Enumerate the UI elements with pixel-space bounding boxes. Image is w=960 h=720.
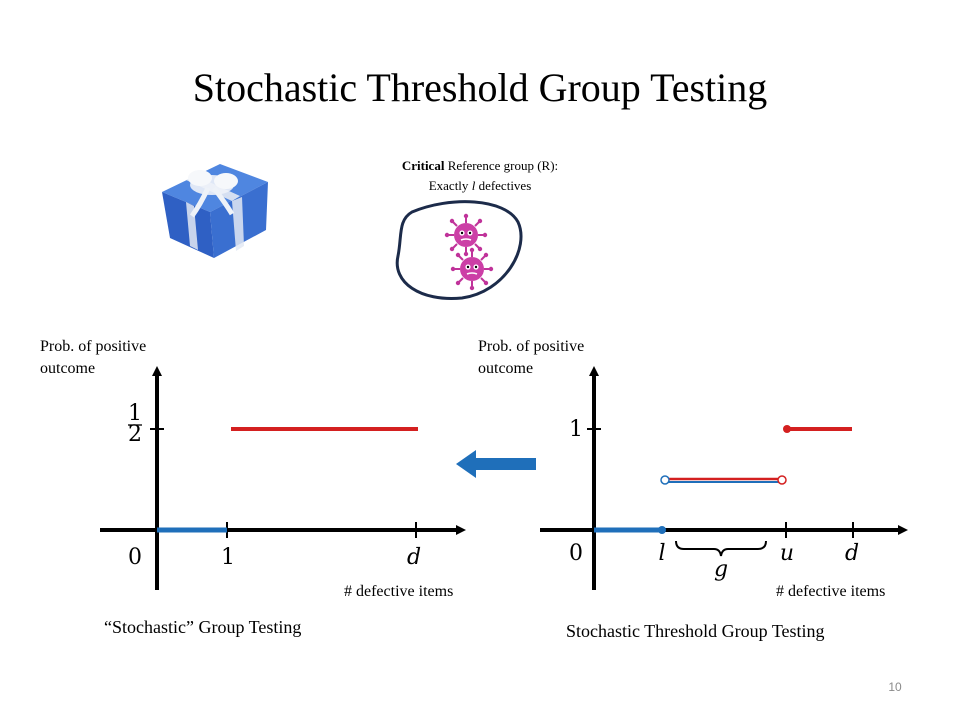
left-plot: 1 2 0 1 d: [100, 366, 466, 590]
right-y-tick-1-label: 1: [569, 417, 583, 442]
right-y-axis-label-line1: Prob. of positive: [478, 338, 585, 355]
left-arrow-icon: [456, 450, 536, 478]
caption-line2-post: defectives: [475, 178, 532, 193]
left-y-axis-label-line1: Prob. of positive: [40, 338, 147, 355]
right-plot: 1 0 l u d g: [540, 366, 908, 590]
right-x-tick-u-label: u: [780, 541, 794, 566]
right-plot-caption: Stochastic Threshold Group Testing: [566, 621, 825, 641]
left-y-axis-label: Prob. of positive outcome: [40, 336, 146, 380]
right-x-tick-0-label: 0: [569, 541, 583, 566]
right-y-axis-label: Prob. of positive outcome: [478, 336, 584, 380]
virus-icon: [450, 247, 494, 291]
left-y-tick-den: 2: [128, 422, 142, 447]
left-x-tick-d-label: d: [407, 545, 421, 570]
slide-title: Stochastic Threshold Group Testing: [192, 65, 768, 110]
caption-critical: Critical: [401, 158, 445, 173]
left-x-axis-label: # defective items: [344, 583, 454, 600]
virus-icon: [444, 213, 488, 257]
right-open-point-u: [777, 475, 787, 485]
caption-rest: Reference group (R):: [444, 158, 559, 173]
right-x-tick-l-label: l: [658, 541, 665, 566]
left-y-axis-label-line2: outcome: [40, 360, 96, 377]
right-x-tick-d-label: d: [845, 541, 859, 566]
reference-group-blob: [395, 200, 523, 301]
caption-line2-pre: Exactly: [428, 178, 472, 193]
reference-group-caption: Critical Reference group (R): Exactly l …: [300, 156, 660, 196]
page-number: 10: [888, 680, 902, 694]
gap-label: g: [714, 557, 728, 582]
left-y-tick-num: 1: [128, 401, 142, 426]
caption-line2-var: l: [471, 178, 476, 193]
right-open-point-l: [660, 475, 670, 485]
left-x-tick-1-label: 1: [221, 545, 235, 570]
gift-box-icon: [162, 164, 268, 258]
right-y-axis-label-line2: outcome: [478, 360, 534, 377]
gap-brace: [675, 540, 767, 557]
right-x-axis-label: # defective items: [776, 583, 886, 600]
left-plot-caption: “Stochastic” Group Testing: [104, 617, 302, 637]
right-red-endpoint: [783, 425, 791, 433]
left-x-tick-0-label: 0: [128, 545, 142, 570]
right-blue-endpoint: [658, 526, 666, 534]
